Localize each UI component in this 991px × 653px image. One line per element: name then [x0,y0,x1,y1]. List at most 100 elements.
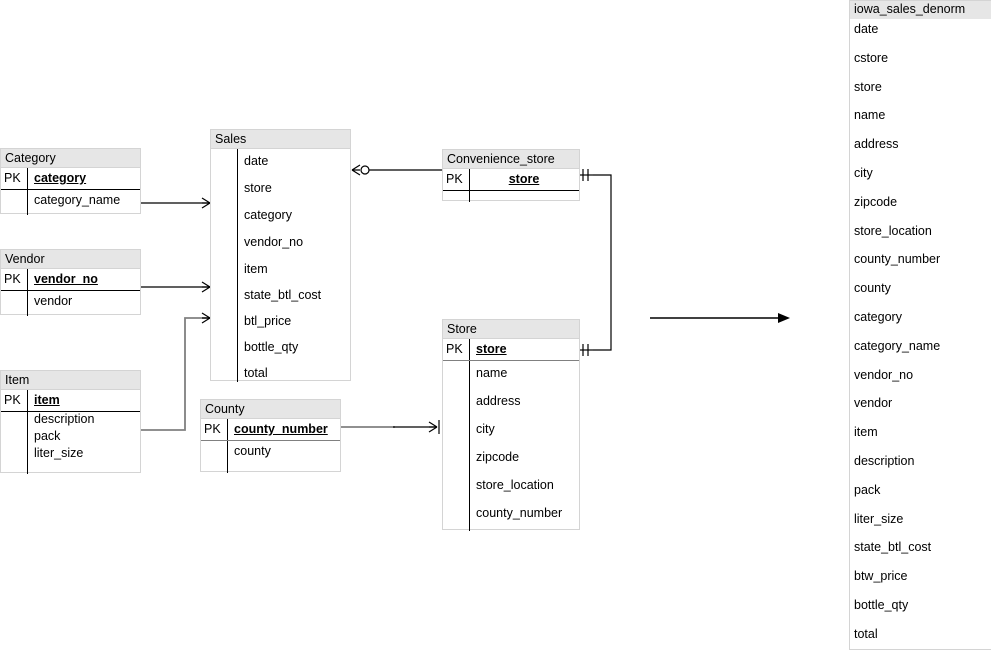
field-name-date: date [244,154,269,168]
denorm-field-vendor: vendor [854,396,893,411]
field-name-total: total [244,366,268,380]
field-row: btl_price [211,309,350,335]
field-name-description: description [34,412,95,426]
field-row: total [211,361,350,387]
field-row-pk: PK vendor_no [1,269,140,290]
field-name-store-location: store_location [476,478,554,492]
crowsfoot-county-store [428,420,440,434]
entity-body-store: PK store name address city zipcode [443,339,579,531]
field-row: vendor_no [211,230,350,257]
denorm-field-state-btl-cost: state_btl_cost [854,540,932,555]
field-name-btl-price: btl_price [244,314,292,328]
entity-county[interactable]: County PK county_number county [200,399,341,473]
pk-label: PK [4,272,21,286]
field-row: store [211,176,350,203]
field-name-county-number: county_number [476,506,563,520]
field-row: category [211,203,350,230]
denorm-field-description: description [854,453,915,468]
field-row: category_name [1,189,140,213]
denorm-field-zipcode: zipcode [854,194,898,209]
field-name-name: name [476,366,508,380]
pk-label: PK [4,171,21,185]
field-row-pk: PK store [443,169,579,190]
field-row: county [201,440,340,464]
denorm-field-county-number: county_number [854,252,941,267]
field-row: name [443,360,579,388]
denorm-field-cstore: cstore [854,50,889,65]
field-row: pack [1,428,140,445]
field-row: city [443,416,579,444]
entity-body-convenience-store: PK store [443,169,579,202]
field-name-store: store [244,181,272,195]
cardinality-one-store [580,344,593,356]
field-name-liter-size: liter_size [34,446,84,460]
entity-title-county: County [201,400,340,419]
field-name-item: item [244,262,268,276]
field-row: zipcode [443,444,579,472]
entity-title-convenience-store: Convenience_store [443,150,579,169]
entity-title-item: Item [1,371,140,390]
field-name-county: county [234,444,271,458]
denorm-field-vendor-no: vendor_no [854,367,914,382]
denorm-field-store: store [854,79,882,94]
denorm-field-item: item [854,425,878,440]
entity-store[interactable]: Store PK store name address city z [442,319,580,531]
field-name-city: city [476,422,495,436]
denorm-field-pack: pack [854,482,881,497]
field-row: vendor [1,290,140,314]
field-name-pack: pack [34,429,61,443]
field-row: item [211,257,350,283]
denorm-field-category-name: category_name [854,338,941,353]
denormalization-arrow-icon [650,313,790,323]
entity-vendor[interactable]: Vendor PK vendor_no vendor [0,249,141,316]
denorm-field-city: city [854,165,873,180]
field-name-vendor: vendor [34,294,73,308]
entity-sales[interactable]: Sales date store category vendor_no item [210,129,351,382]
field-name-zipcode: zipcode [476,450,520,464]
entity-convenience-store[interactable]: Convenience_store PK store [442,149,580,202]
denorm-field-btw-price: btw_price [854,569,908,584]
field-row: county_number [443,500,579,528]
entity-body-item: PK item description pack liter_size [1,390,140,474]
denorm-field-county: county [854,281,891,296]
denorm-field-store-location: store_location [854,223,932,238]
field-row-pk: PK item [1,390,140,411]
field-name-store: store [476,342,507,356]
field-row: address [443,388,579,416]
denormalized-table-panel[interactable]: iowa_sales_denorm date cstore store name… [849,0,991,650]
field-name-address: address [476,394,521,408]
field-name-county-number: county_number [234,422,328,436]
field-name-vendor-no: vendor_no [244,235,304,249]
denorm-field-total: total [854,626,878,641]
field-name-category-name: category_name [34,193,121,207]
entity-category[interactable]: Category PK category category_name [0,148,141,215]
connector-conveniencestore-store [593,174,612,351]
entity-item[interactable]: Item PK item description pack liter_size [0,370,141,474]
field-name-item: item [34,393,60,407]
field-row-pk: PK category [1,168,140,189]
connector-item-sales [140,317,210,431]
entity-title-vendor: Vendor [1,250,140,269]
pk-label: PK [4,393,21,407]
entity-title-store: Store [443,320,579,339]
field-row: state_btl_cost [211,283,350,309]
field-name-bottle-qty: bottle_qty [244,340,299,354]
entity-title-sales: Sales [211,130,350,149]
pk-label: PK [446,342,463,356]
entity-body-vendor: PK vendor_no vendor [1,269,140,316]
pk-label: PK [204,422,221,436]
denorm-field-date: date [854,22,879,36]
field-name-category: category [244,208,292,222]
field-row: liter_size [1,445,140,462]
field-row: bottle_qty [211,335,350,361]
field-row: description [1,411,140,428]
field-row: date [211,149,350,176]
entity-body-county: PK county_number county [201,419,340,473]
denorm-field-address: address [854,137,899,152]
field-name-store: store [508,172,540,186]
field-row-pk: PK county_number [201,419,340,440]
denormalized-table-title: iowa_sales_denorm [850,1,991,19]
cardinality-one-conveniencestore [580,169,593,181]
